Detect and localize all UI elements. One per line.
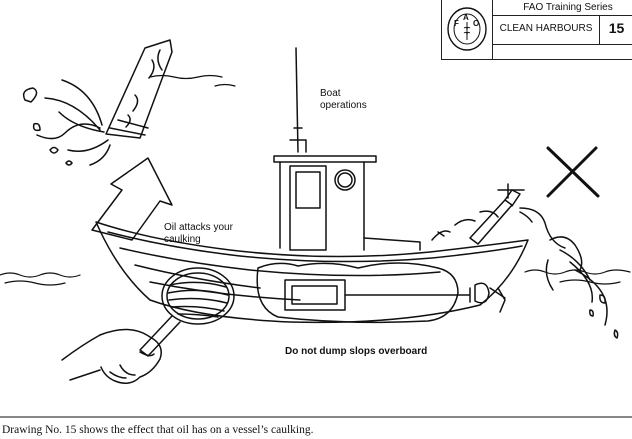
upward-arrow	[91, 157, 173, 241]
svg-text:O: O	[473, 19, 479, 28]
hand	[61, 328, 162, 384]
label-oil-attacks-caulking: Oil attacks your caulking	[164, 222, 233, 245]
series-title: FAO Training Series	[523, 2, 613, 13]
svg-text:F: F	[454, 19, 459, 28]
boat	[95, 47, 529, 324]
label-do-not-dump: Do not dump slops overboard	[285, 346, 428, 357]
subject-title: CLEAN HARBOURS	[499, 23, 593, 34]
svg-text:A: A	[463, 13, 469, 22]
label-boat-operations: Boat operations	[320, 88, 367, 111]
title-block: F A O FAO Training Series CLEAN HARBOURS…	[441, 0, 632, 60]
fao-logo-icon: F A O	[447, 7, 487, 51]
magnifier	[139, 267, 235, 357]
cross-mark	[546, 146, 600, 198]
sheet-number: 15	[608, 20, 625, 36]
pump-spray	[431, 183, 619, 339]
plank-splash	[22, 39, 173, 166]
figure-caption: Drawing No. 15 shows the effect that oil…	[2, 424, 314, 436]
